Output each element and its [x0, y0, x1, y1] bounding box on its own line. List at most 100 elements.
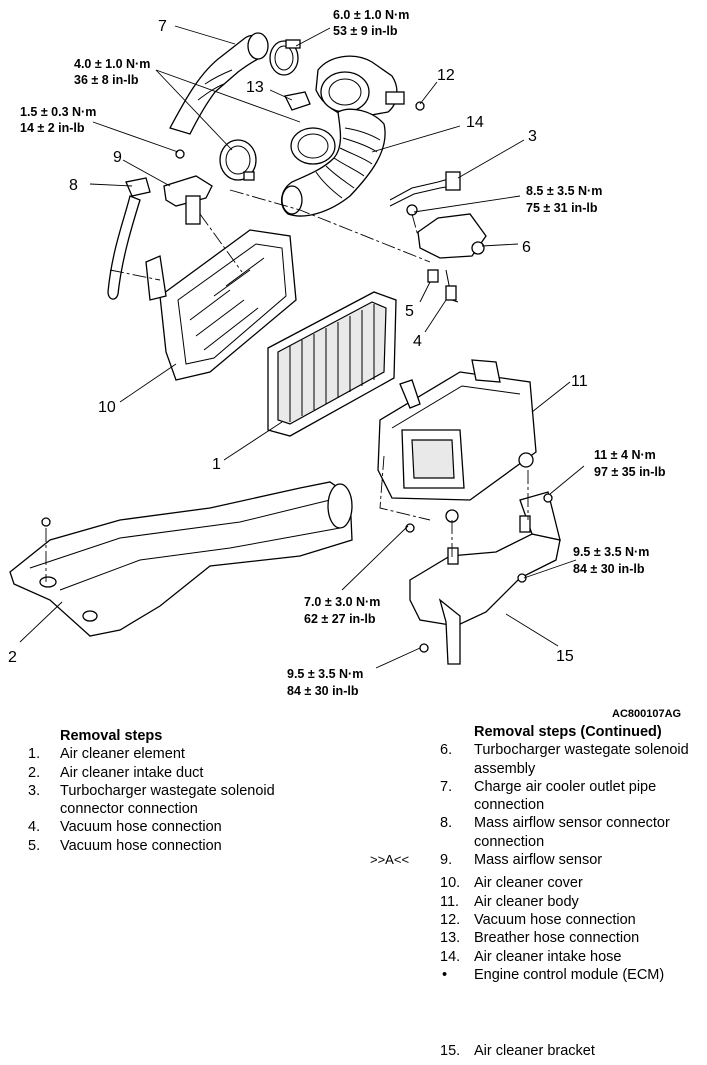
steps-title: Removal steps (Continued) [440, 723, 705, 741]
callout-11: 11 [571, 373, 588, 390]
step-number: 11. [440, 893, 460, 910]
step-item: 7. Charge air cooler outlet pipe [440, 778, 705, 796]
step-item: 3. Turbocharger wastegate solenoid [28, 782, 348, 800]
procedure-marker: >>A<< [370, 852, 410, 867]
step-item: 15. Air cleaner bracket [440, 1042, 705, 1060]
torque-nm: 11 ± 4 N·m [594, 448, 656, 462]
callout-5: 5 [405, 303, 414, 320]
callout-numbers: 7 13 12 14 9 8 3 6 5 4 10 11 1 2 15 [8, 18, 588, 666]
step-text: Charge air cooler outlet pipe [474, 778, 657, 795]
breather-hose [284, 91, 311, 111]
step-text: Mass airflow sensor [474, 852, 603, 869]
bullet-item: • Engine control module (ECM) [440, 966, 705, 984]
step-number: 9. [440, 852, 453, 869]
callout-7: 7 [158, 18, 167, 35]
step-number: 5. [28, 837, 41, 854]
step-text: connection [474, 797, 545, 814]
figure-id: AC800107AG [612, 708, 681, 720]
step-item: 11. Air cleaner body [440, 893, 705, 911]
callout-2: 2 [8, 649, 17, 666]
steps-title-text: Removal steps (Continued) [474, 724, 662, 740]
step-item: 10. Air cleaner cover [440, 874, 705, 892]
step-number: 3. [28, 782, 41, 799]
torque-nm: 9.5 ± 3.5 N·m [287, 667, 363, 681]
torque-inlb: 75 ± 31 in-lb [526, 201, 598, 215]
step-text: Air cleaner bracket [474, 1043, 595, 1060]
torque-inlb: 84 ± 30 in-lb [573, 562, 645, 576]
torque-nm: 8.5 ± 3.5 N·m [526, 184, 602, 198]
wastegate-solenoid [389, 171, 487, 303]
spacer [440, 984, 705, 1042]
alignment-lines [45, 189, 529, 582]
air-cleaner-intake-hose [281, 108, 386, 217]
torque-inlb: 53 ± 9 in-lb [333, 24, 398, 38]
step-number: 14. [440, 948, 461, 965]
hose-clamp-middle [219, 139, 257, 181]
torque-inlb: 62 ± 27 in-lb [304, 612, 376, 626]
step-text: Vacuum hose connection [60, 819, 222, 836]
air-cleaner-cover [145, 229, 297, 381]
step-item: 9. Mass airflow sensor [440, 851, 705, 869]
step-text: Air cleaner intake duct [60, 764, 204, 781]
torque-inlb: 84 ± 30 in-lb [287, 684, 359, 698]
callout-9: 9 [113, 149, 122, 166]
step-item-continued: connector connection [28, 800, 348, 818]
step-item-continued: assembly [440, 760, 705, 778]
step-item: 1. Air cleaner element [28, 745, 348, 763]
bullet-icon: • [442, 966, 448, 983]
step-number: 4. [28, 819, 41, 836]
callout-3: 3 [528, 128, 537, 145]
hose-clamp-top [269, 39, 301, 76]
step-text: Mass airflow sensor connector [474, 815, 670, 832]
step-text: connector connection [60, 801, 198, 818]
torque-nm: 7.0 ± 3.0 N·m [304, 595, 380, 609]
callout-8: 8 [69, 177, 78, 194]
callout-15: 15 [556, 648, 574, 665]
removal-steps-right: Removal steps (Continued) 6. Turbocharge… [440, 723, 705, 1060]
steps-title-text: Removal steps [60, 728, 163, 744]
step-number: 2. [28, 764, 41, 781]
step-text: Turbocharger wastegate solenoid [474, 742, 689, 759]
step-text: Air cleaner intake hose [474, 948, 622, 965]
airflow-sensor-housing [315, 55, 425, 119]
leader-lines [19, 25, 585, 669]
removal-steps-left: Removal steps 1. Air cleaner element 2. … [28, 727, 348, 855]
callout-10: 10 [98, 399, 116, 416]
step-item: 12. Vacuum hose connection [440, 911, 705, 929]
step-number: 6. [440, 742, 453, 759]
callout-4: 4 [413, 333, 422, 350]
step-item-continued: connection [440, 833, 705, 851]
torque-inlb: 14 ± 2 in-lb [20, 121, 85, 135]
step-item: 2. Air cleaner intake duct [28, 764, 348, 782]
step-number: 13. [440, 930, 461, 947]
torque-nm: 6.0 ± 1.0 N·m [333, 8, 409, 22]
step-text: Vacuum hose connection [60, 837, 222, 854]
step-item: 13. Breather hose connection [440, 929, 705, 947]
air-cleaner-element [267, 291, 397, 437]
step-item-continued: connection [440, 796, 705, 814]
step-number: 1. [28, 746, 41, 763]
step-item: 14. Air cleaner intake hose [440, 948, 705, 966]
torque-nm: 1.5 ± 0.3 N·m [20, 105, 96, 119]
callout-1: 1 [212, 456, 221, 473]
step-number: 15. [440, 1043, 461, 1060]
torque-specs: 6.0 ± 1.0 N·m 53 ± 9 in-lb 4.0 ± 1.0 N·m… [20, 8, 666, 698]
callout-12: 12 [437, 67, 455, 84]
torque-nm: 9.5 ± 3.5 N·m [573, 545, 649, 559]
step-number: 8. [440, 815, 453, 832]
mass-airflow-sensor [107, 149, 213, 300]
step-text: assembly [474, 760, 536, 777]
air-cleaner-body [377, 359, 537, 523]
step-number: 12. [440, 911, 461, 928]
torque-nm: 4.0 ± 1.0 N·m [74, 57, 150, 71]
air-cleaner-intake-duct [9, 481, 353, 637]
step-text: Air cleaner body [474, 893, 579, 910]
step-text: Breather hose connection [474, 930, 640, 947]
step-text: Vacuum hose connection [474, 911, 636, 928]
step-text: Air cleaner element [60, 746, 185, 763]
step-text: connection [474, 833, 545, 850]
step-item: 8. Mass airflow sensor connector [440, 814, 705, 832]
step-item: 4. Vacuum hose connection [28, 818, 348, 836]
torque-inlb: 36 ± 8 in-lb [74, 73, 139, 87]
step-item: 6. Turbocharger wastegate solenoid [440, 741, 705, 759]
